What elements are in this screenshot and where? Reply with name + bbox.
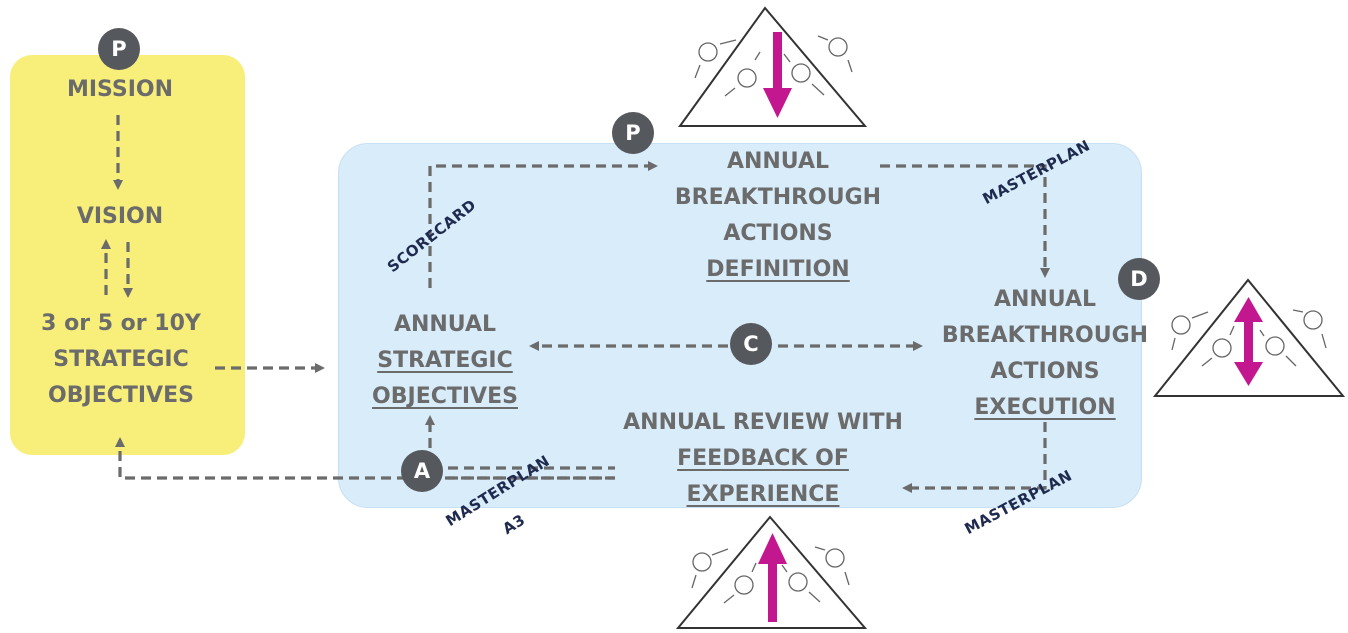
triangle-down-arrow-icon — [678, 6, 868, 127]
masterplan-top-path — [880, 164, 1050, 278]
execution-line3: ACTIONS — [990, 359, 1100, 384]
scorecard-path — [428, 161, 658, 288]
longterm-objectives-line3: OBJECTIVES — [48, 383, 194, 408]
definition-line1: ANNUAL — [726, 149, 830, 174]
triangle-up-arrow-icon — [675, 515, 868, 629]
execution-line1: ANNUAL — [993, 287, 1097, 312]
execution-line4: EXECUTION — [974, 395, 1116, 420]
longterm-objectives-label: 3 or 5 or 10Y STRATEGIC OBJECTIVES — [16, 306, 226, 414]
longterm-objectives-line2: STRATEGIC — [53, 347, 189, 372]
definition-label: ANNUAL BREAKTHROUGH ACTIONS DEFINITION — [648, 144, 908, 288]
definition-line2: BREAKTHROUGH — [674, 185, 882, 210]
definition-line4: DEFINITION — [706, 257, 850, 282]
annual-objectives-label: ANNUAL STRATEGIC OBJECTIVES — [345, 307, 545, 415]
check-badge: C — [730, 323, 772, 365]
annual-objectives-line3: OBJECTIVES — [372, 384, 518, 409]
annual-objectives-line2: STRATEGIC — [377, 348, 513, 373]
execution-line2: BREAKTHROUGH — [941, 323, 1149, 348]
review-line3: EXPERIENCE — [686, 482, 840, 507]
review-to-longterm-path — [115, 437, 615, 480]
long-term-panel — [10, 55, 245, 455]
triangle-updown-arrow-icon — [1152, 278, 1346, 397]
review-line1: ANNUAL REVIEW WITH — [623, 410, 903, 435]
plan-badge-definition: P — [612, 112, 654, 154]
do-badge-execution: D — [1118, 258, 1160, 300]
execution-label: ANNUAL BREAKTHROUGH ACTIONS EXECUTION — [935, 282, 1155, 426]
mission-label: MISSION — [66, 77, 174, 102]
longterm-objectives-line1: 3 or 5 or 10Y — [41, 311, 201, 336]
act-badge: A — [401, 450, 443, 492]
vision-label: VISION — [76, 204, 164, 229]
definition-line3: ACTIONS — [723, 221, 833, 246]
plan-badge-longterm: P — [98, 28, 140, 70]
review-label: ANNUAL REVIEW WITH FEEDBACK OF EXPERIENC… — [608, 405, 918, 513]
execution-to-review-path — [902, 422, 1047, 493]
review-line2: FEEDBACK OF — [677, 446, 849, 471]
annual-objectives-line1: ANNUAL — [393, 312, 497, 337]
